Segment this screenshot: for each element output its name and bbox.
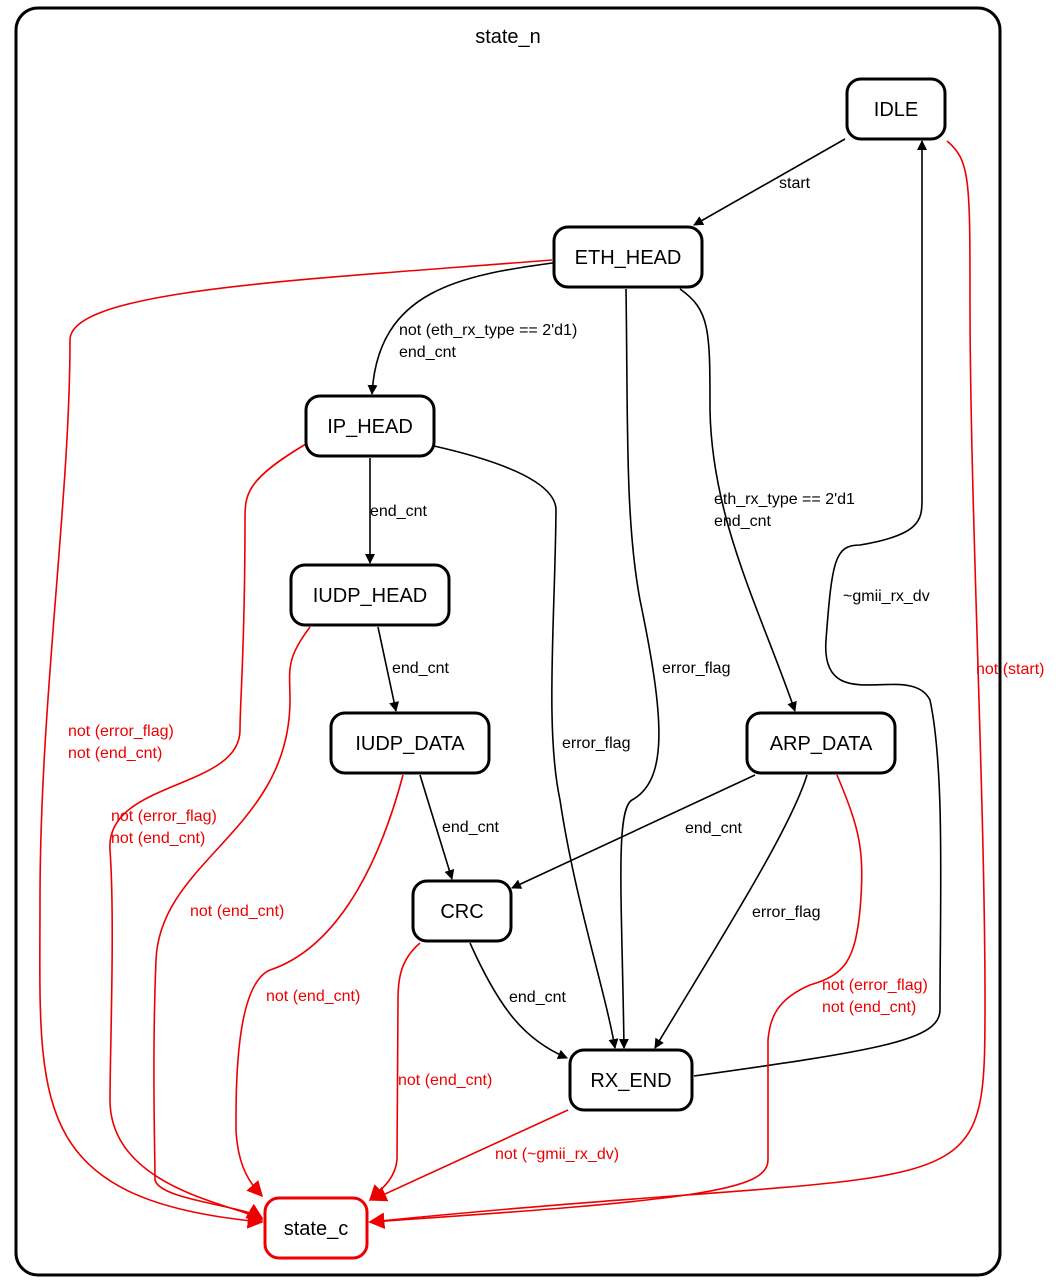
node-idle-label: IDLE [874, 99, 918, 121]
node-rx-end[interactable]: RX_END [568, 1048, 694, 1112]
edge-label-iudp-data-to-crc: end_cnt [442, 819, 499, 836]
edge-crc-to-state-c [368, 942, 421, 1202]
node-arp-data[interactable]: ARP_DATA [745, 711, 897, 775]
node-arp-data-label: ARP_DATA [770, 733, 873, 755]
edge-label-ip-head-to-iudp-head: end_cnt [370, 503, 427, 520]
edge-label-rx-end-to-idle: ~gmii_rx_dv [843, 588, 930, 605]
edge-iudp-head-to-state-c [153, 626, 311, 1219]
edge-eth-head-to-ip-head [367, 261, 561, 395]
edge-iudp-head-to-iudp-data [377, 626, 400, 712]
edge-label-eth-head-to-ip-head: not (eth_rx_type == 2'd1)end_cnt [399, 322, 577, 361]
edge-ip-head-to-rx-end [433, 445, 619, 1049]
edge-idle-to-eth-head [693, 138, 846, 226]
edge-ip-head-to-state-c [109, 443, 307, 1221]
edge-label-iudp-head-to-iudp-data: end_cnt [392, 660, 449, 677]
node-iudp-data[interactable]: IUDP_DATA [329, 711, 491, 775]
edge-label-idle-to-eth-head: start [779, 175, 811, 192]
edge-eth-head-to-state-c [39, 259, 553, 1229]
edge-idle-to-state-c [368, 140, 986, 1229]
edge-label-arp-data-to-crc: end_cnt [685, 820, 742, 837]
edge-iudp-data-to-crc [419, 774, 455, 880]
node-iudp-head[interactable]: IUDP_HEAD [289, 563, 451, 627]
edge-label-idle-to-state-c: not (start) [976, 661, 1044, 678]
node-ip-head[interactable]: IP_HEAD [304, 394, 436, 458]
edges-layer: start not (eth_rx_type == 2'd1)end_cnterr… [39, 138, 1044, 1230]
edge-arp-data-to-state-c [368, 774, 863, 1230]
edge-label-rx-end-to-state-c: not (~gmii_rx_dv) [495, 1146, 619, 1163]
edge-label-ip-head-to-state-c: not (error_flag)not (end_cnt) [111, 808, 217, 847]
node-rx-end-label: RX_END [590, 1070, 671, 1092]
edge-label-arp-data-to-rx-end: error_flag [752, 904, 820, 921]
edge-label-arp-data-to-state-c: not (error_flag)not (end_cnt) [822, 977, 928, 1016]
edge-label-ip-head-to-rx-end: error_flag [562, 735, 630, 752]
node-iudp-data-label: IUDP_DATA [355, 733, 465, 755]
edge-label-eth-head-to-state-c: not (error_flag)not (end_cnt) [68, 723, 174, 762]
node-crc[interactable]: CRC [411, 879, 513, 943]
edge-rx-end-to-idle [693, 140, 942, 1077]
edge-label-crc-to-state-c: not (end_cnt) [398, 1072, 492, 1089]
node-ip-head-label: IP_HEAD [327, 416, 413, 438]
edge-label-eth-head-to-rx-end: error_flag [662, 660, 730, 677]
node-state-c-label: state_c [284, 1218, 348, 1240]
node-crc-label: CRC [440, 901, 483, 923]
edge-eth-head-to-arp-data [679, 288, 797, 712]
node-eth-head-label: ETH_HEAD [575, 247, 682, 269]
cluster-frame [14, 6, 1002, 1277]
node-state-c[interactable]: state_c [263, 1196, 369, 1260]
edge-arp-data-to-rx-end [654, 774, 808, 1049]
edge-eth-head-to-rx-end [618, 288, 660, 1049]
cluster-label: state_n [475, 26, 541, 48]
edge-iudp-data-to-state-c [235, 774, 404, 1198]
edge-rx-end-to-state-c [370, 1109, 569, 1202]
edge-label-crc-to-rx-end: end_cnt [509, 989, 566, 1006]
edge-crc-to-rx-end [469, 942, 568, 1060]
node-idle[interactable]: IDLE [845, 77, 947, 141]
edge-arp-data-to-crc [511, 774, 756, 889]
edge-label-iudp-head-to-state-c: not (end_cnt) [190, 903, 284, 920]
node-eth-head[interactable]: ETH_HEAD [552, 225, 704, 289]
node-iudp-head-label: IUDP_HEAD [313, 585, 427, 607]
edge-label-iudp-data-to-state-c: not (end_cnt) [266, 988, 360, 1005]
